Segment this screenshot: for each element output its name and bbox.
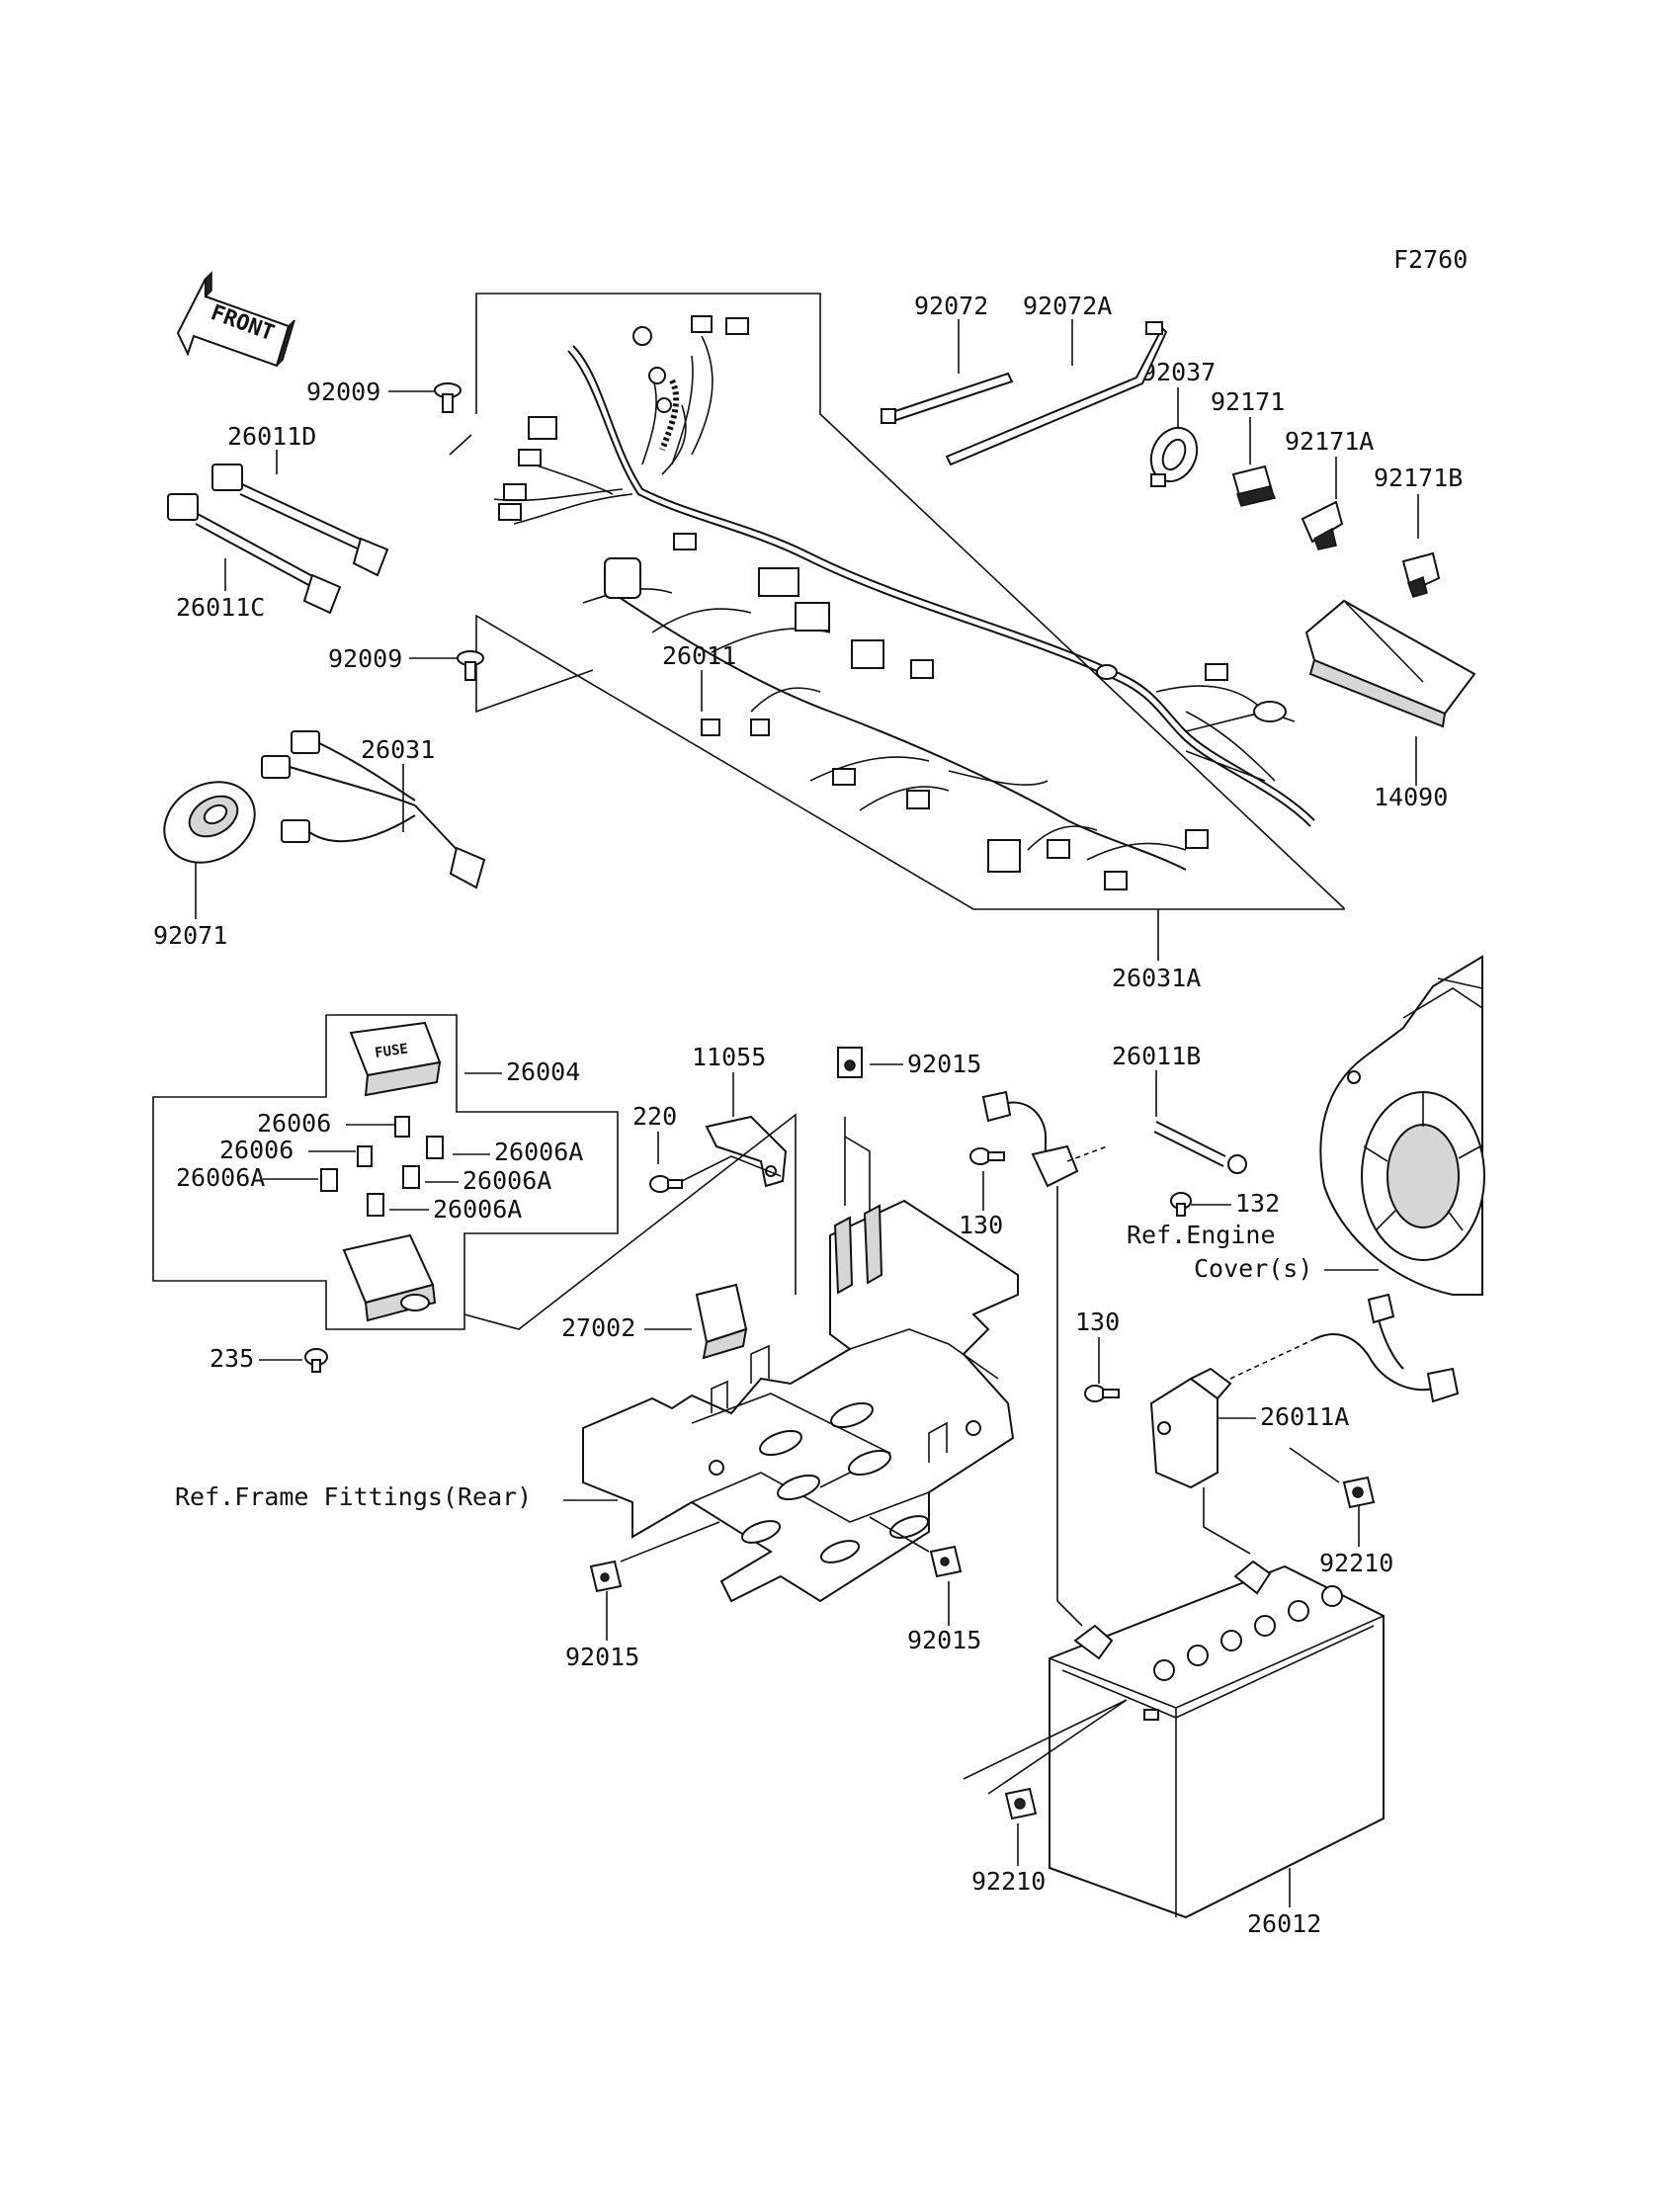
part-label-132: 132 — [1235, 1189, 1280, 1218]
ref-frame-fittings: Ref.Frame Fittings(Rear) — [175, 1482, 532, 1511]
part-label-26031: 26031 — [361, 735, 435, 764]
part-label-235: 235 — [210, 1344, 254, 1373]
screw-92009-mid — [457, 650, 484, 681]
part-label-92009-top: 92009 — [306, 378, 380, 406]
part-label-92171: 92171 — [1211, 387, 1285, 416]
clip-nut-92015-left — [589, 1560, 623, 1593]
nut-92210-bottom — [1004, 1787, 1038, 1820]
clamp-92171B — [1401, 551, 1441, 598]
part-label-26011C: 26011C — [176, 593, 265, 622]
part-label-27002: 27002 — [561, 1313, 635, 1342]
battery-tray — [582, 1199, 1019, 1603]
battery-cable-26011A — [1149, 1293, 1460, 1489]
cable-tie-92072 — [881, 372, 1014, 424]
part-label-26006A-b: 26006A — [462, 1166, 551, 1195]
leader-lines — [195, 319, 1419, 1907]
part-label-220: 220 — [632, 1102, 677, 1131]
part-label-92171A: 92171A — [1285, 427, 1374, 456]
grommet-92071 — [163, 781, 256, 864]
front-arrow-icon: FRONT — [176, 271, 295, 368]
part-label-92071: 92071 — [153, 921, 227, 950]
part-label-130-top: 130 — [959, 1211, 1003, 1239]
ref-engine-cover-line1: Ref.Engine — [1127, 1221, 1276, 1249]
part-label-11055: 11055 — [692, 1043, 766, 1071]
part-label-26011: 26011 — [662, 641, 736, 670]
tray-guide-lines — [620, 1516, 930, 1563]
part-label-92171B: 92171B — [1374, 464, 1463, 492]
part-label-26011B: 26011B — [1112, 1042, 1201, 1070]
screw-92009-top — [434, 382, 462, 413]
fuse-label: FUSE — [374, 1041, 409, 1061]
part-label-26004: 26004 — [506, 1057, 580, 1086]
part-label-92015-left: 92015 — [565, 1643, 639, 1671]
part-label-26006-a: 26006 — [257, 1109, 331, 1138]
part-label-14090: 14090 — [1374, 783, 1448, 811]
nut-guide-bottom — [963, 1699, 1128, 1795]
part-label-26006A-a: 26006A — [494, 1138, 583, 1166]
cable-route-positive — [1203, 1487, 1251, 1555]
sub-harness-26011C — [167, 493, 342, 615]
relay-27002 — [695, 1283, 748, 1360]
part-label-26011D: 26011D — [227, 422, 316, 451]
part-label-130-mid: 130 — [1075, 1308, 1120, 1336]
part-label-92037: 92037 — [1141, 358, 1216, 386]
clamp-92171 — [1231, 465, 1277, 507]
part-label-92009-mid: 92009 — [328, 644, 402, 673]
part-label-92015-top: 92015 — [907, 1050, 981, 1078]
clamp-92171A — [1301, 500, 1344, 550]
part-label-26006-b: 26006 — [219, 1136, 294, 1164]
fuse-assembly-outline — [152, 1014, 619, 1330]
ref-engine-cover-line2: Cover(s) — [1194, 1254, 1312, 1283]
bolt-235 — [304, 1348, 328, 1373]
battery-26012 — [1049, 1560, 1385, 1919]
protector-14090 — [1304, 599, 1476, 728]
main-wiring-harness — [493, 335, 1315, 871]
fuse-box-base — [342, 1233, 437, 1322]
bracket-11055 — [705, 1115, 788, 1188]
nut-guide-right — [1289, 1447, 1340, 1483]
sub-harness-26031 — [261, 730, 486, 889]
part-label-92072A: 92072A — [1023, 292, 1112, 320]
battery-cable-26011B — [981, 1090, 1247, 1188]
sub-harness-26011D — [211, 464, 389, 577]
engine-cover — [1319, 955, 1485, 1296]
cable-tie-92072A — [945, 321, 1168, 466]
part-label-92210-right: 92210 — [1319, 1549, 1393, 1577]
nut-92210-right — [1342, 1476, 1376, 1509]
clip-nut-92015-right — [929, 1545, 963, 1578]
bolt-130-top — [969, 1147, 1005, 1165]
part-label-26006A-c: 26006A — [176, 1163, 265, 1192]
cable-route-negative-2 — [1056, 1600, 1083, 1627]
main-harness-outline — [449, 293, 1345, 910]
part-label-26011A: 26011A — [1260, 1402, 1349, 1431]
harness-connectors — [498, 315, 1287, 890]
fuse-box-cover-26004: FUSE — [349, 1021, 442, 1097]
assembly-guide-lines — [463, 1113, 871, 1330]
part-label-92210-bottom: 92210 — [971, 1867, 1046, 1896]
fuses-26006 — [320, 1116, 444, 1217]
bolt-220 — [649, 1175, 683, 1193]
figure-code: F2760 — [1393, 245, 1468, 274]
clip-nut-92015-top — [837, 1047, 863, 1078]
clamp-92037 — [1149, 426, 1199, 487]
part-label-92072: 92072 — [914, 292, 988, 320]
part-label-92015-right: 92015 — [907, 1626, 981, 1654]
bolt-132 — [1170, 1192, 1192, 1217]
part-label-26031A: 26031A — [1112, 964, 1201, 992]
bolt-130-mid — [1084, 1385, 1120, 1402]
part-label-26006A-d: 26006A — [433, 1195, 522, 1224]
part-label-26012: 26012 — [1247, 1909, 1321, 1938]
